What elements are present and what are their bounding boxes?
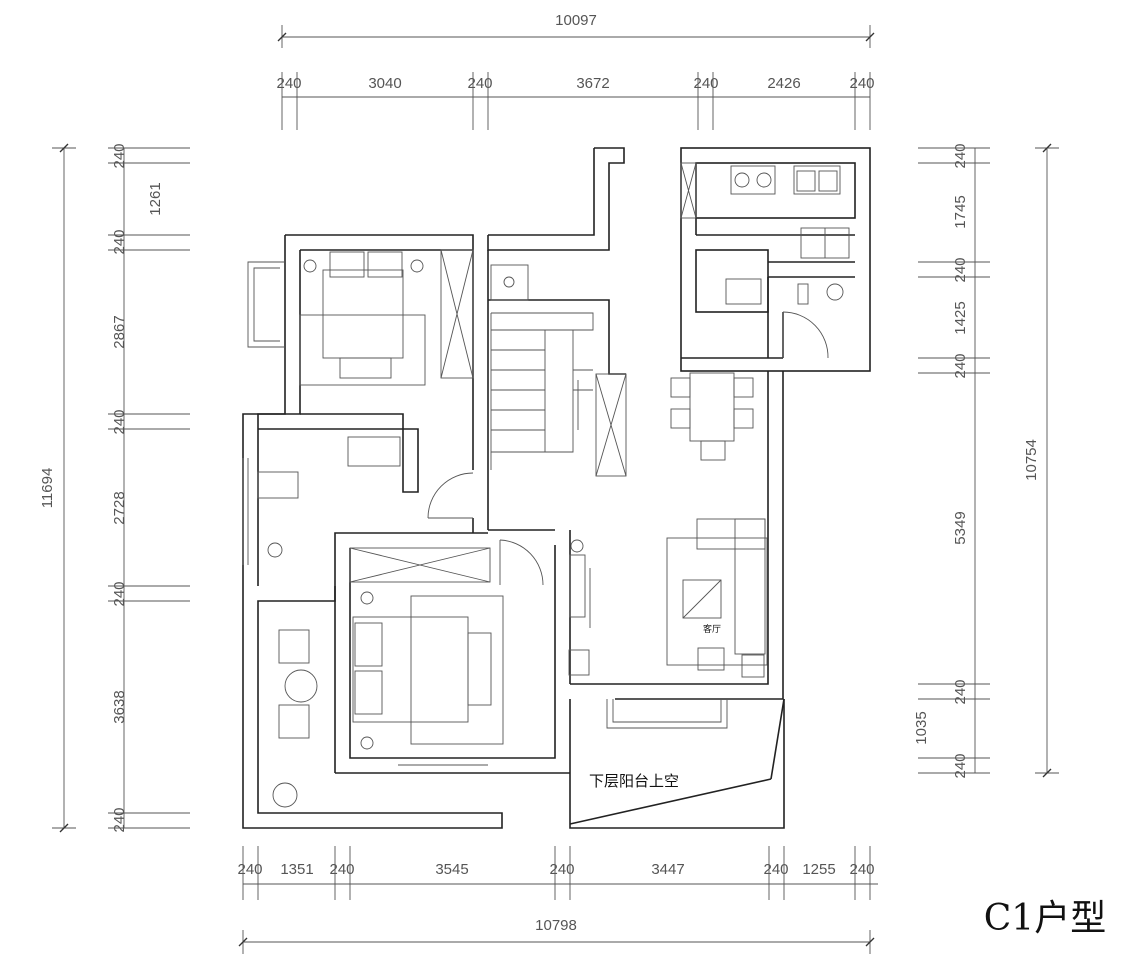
left-seg-3: 240 [111,229,128,254]
bottom-seg-7: 240 [763,861,788,878]
left-seg-1: 240 [111,143,128,168]
bottom-seg-5: 240 [549,861,574,878]
right-seg-4: 1425 [952,301,969,334]
left-overall-label: 11694 [39,468,56,509]
second-bedroom [349,539,544,766]
dining-table [670,372,754,461]
right-seg-5: 240 [952,353,969,378]
right-seg-9: 240 [952,753,969,778]
bottom-seg-1: 240 [237,861,262,878]
top-seg-1: 240 [276,75,301,92]
right-segment-dimensions: 240 1745 240 1425 240 5349 240 1035 240 [913,143,990,779]
left-seg-5: 240 [111,409,128,434]
kitchen-fixtures [680,162,850,305]
plan-title: C1户型 [984,898,1106,939]
top-seg-6: 2426 [767,75,800,92]
top-overall-label: 10097 [555,12,597,29]
top-overall-dimension: 10097 [277,12,875,48]
stairs [490,312,627,477]
bottom-seg-6: 3447 [651,861,684,878]
living-room: 客厅 [568,518,768,678]
left-seg-4: 2867 [111,315,128,348]
right-overall-dimension: 10754 [1023,143,1059,778]
top-segment-dimensions: 240 3040 240 3672 240 2426 240 [276,72,875,130]
bottom-segment-dimensions: 240 1351 240 3545 240 3447 240 1255 240 [237,846,878,900]
kitchen-door [782,311,829,359]
bottom-overall-dimension: 10798 [238,917,875,954]
right-seg-7: 240 [952,679,969,704]
left-overall-dimension: 11694 [39,143,76,833]
left-seg-2: 1261 [147,182,164,215]
study-corner [272,629,318,808]
bottom-overall-label: 10798 [535,917,577,934]
top-seg-4: 3672 [576,75,609,92]
right-seg-3: 240 [952,257,969,282]
bottom-seg-2: 1351 [280,861,313,878]
bathroom-fixtures [257,436,474,558]
left-seg-6: 2728 [111,491,128,524]
bottom-seg-4: 3545 [435,861,468,878]
left-segment-dimensions: 240 1261 240 2867 240 2728 240 3638 240 [108,143,190,833]
living-room-label: 客厅 [703,623,721,635]
bottom-seg-8: 1255 [802,861,835,878]
bottom-seg-9: 240 [849,861,874,878]
left-seg-9: 240 [111,807,128,832]
top-seg-3: 240 [467,75,492,92]
right-seg-1: 240 [952,143,969,168]
right-overall-label: 10754 [1023,439,1040,481]
left-seg-7: 240 [111,581,128,606]
master-bedroom [299,249,529,386]
right-seg-8: 1035 [913,711,930,744]
bottom-seg-3: 240 [329,861,354,878]
walls [242,147,871,829]
top-seg-7: 240 [849,75,874,92]
right-seg-2: 1745 [952,195,969,228]
left-seg-8: 3638 [111,690,128,723]
top-seg-5: 240 [693,75,718,92]
right-seg-6: 5349 [952,511,969,544]
top-seg-2: 3040 [368,75,401,92]
balcony-void-label: 下层阳台上空 [589,772,679,790]
